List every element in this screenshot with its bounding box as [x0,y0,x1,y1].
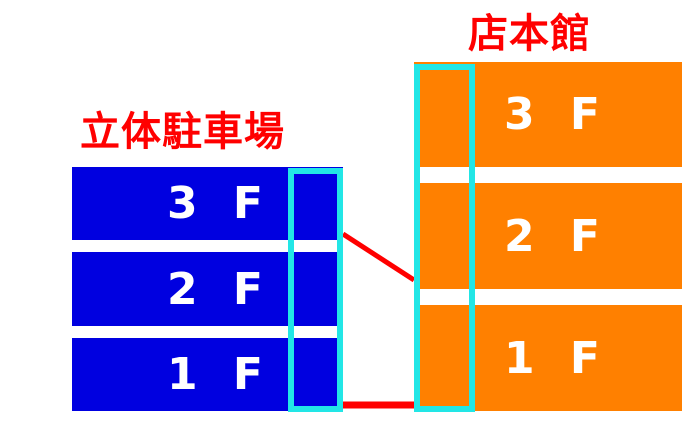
parking-title: 立体駐車場 [80,109,285,155]
main-connection-highlight [414,64,475,412]
main-floor-1f: 1 F [414,305,682,411]
main-floor-2f: 2 F [414,183,682,289]
connector-upper [341,231,416,283]
parking-floor-1f: 1 F [72,338,343,411]
parking-floor-3f: 3 F [72,167,343,240]
main-building-title: 店本館 [468,11,591,57]
main-floor-3f: 3 F [414,62,682,167]
parking-floor-2f: 2 F [72,252,343,326]
parking-connection-highlight [288,168,343,412]
